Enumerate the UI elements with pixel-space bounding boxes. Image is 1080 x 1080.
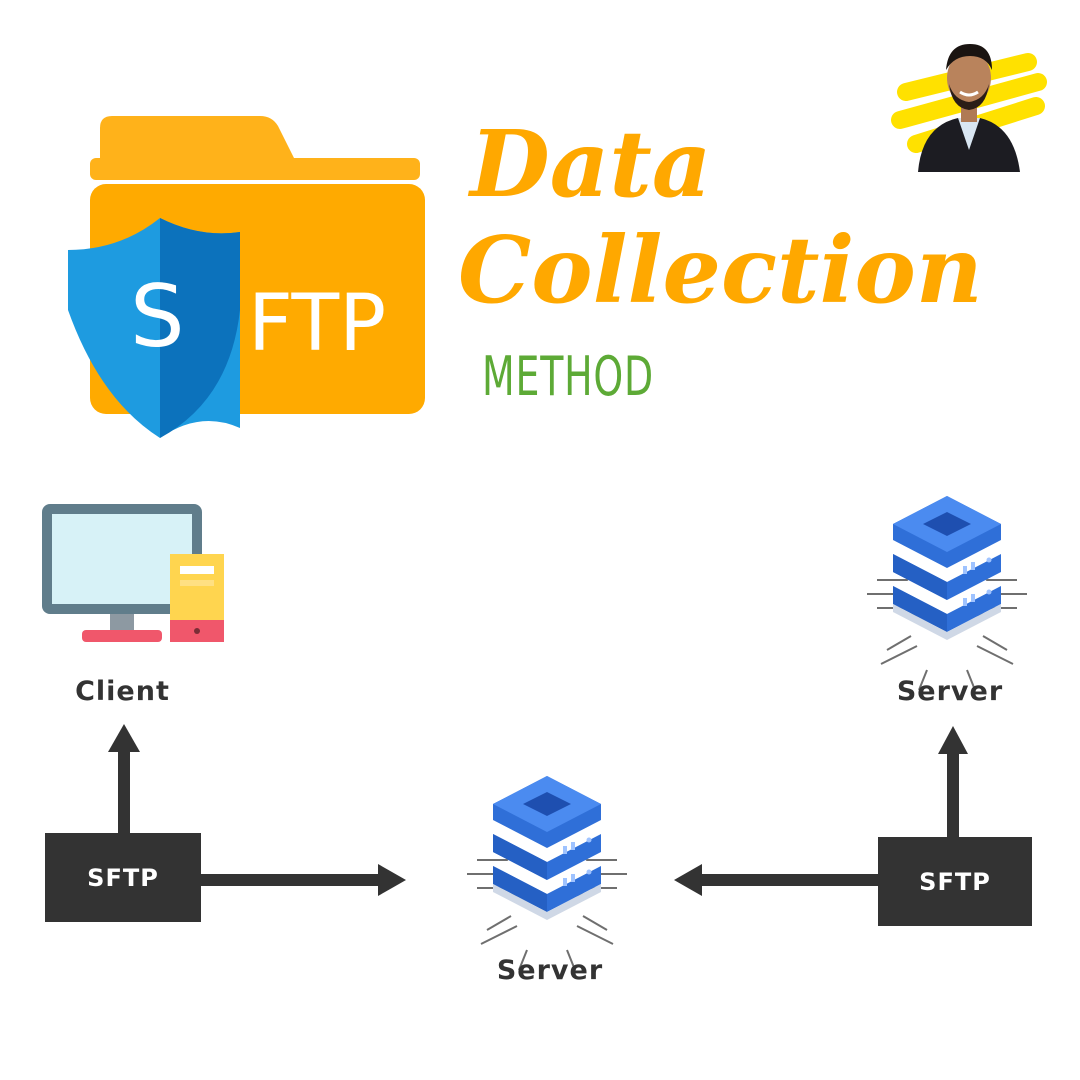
- arrow-right: [200, 874, 380, 886]
- sftp-box-right-label: SFTP: [919, 867, 991, 896]
- subtitle: METHOD: [482, 345, 654, 408]
- server-center-label: Server: [496, 955, 604, 986]
- sftp-box-left-label: SFTP: [87, 863, 159, 892]
- arrow-up-left: [118, 750, 130, 834]
- desktop-computer-icon: [42, 504, 224, 642]
- sftp-diagram: [42, 495, 1028, 971]
- sftp-box-left: SFTP: [45, 833, 201, 922]
- arrow-up-right: [947, 752, 959, 838]
- shield-s-letter: S: [130, 267, 185, 367]
- server-right-label: Server: [896, 676, 1004, 707]
- title-line-1: Data: [470, 110, 712, 218]
- server-stack-icon: [466, 775, 628, 971]
- arrow-left: [700, 874, 880, 886]
- person-avatar: [891, 44, 1047, 172]
- server-stack-icon: [866, 495, 1028, 691]
- title-line-2: Collection: [458, 216, 983, 324]
- folder-ftp-text: FTP: [248, 279, 386, 369]
- client-label: Client: [75, 676, 170, 707]
- sftp-folder-shield-icon: FTP S: [68, 116, 425, 438]
- sftp-box-right: SFTP: [878, 837, 1032, 926]
